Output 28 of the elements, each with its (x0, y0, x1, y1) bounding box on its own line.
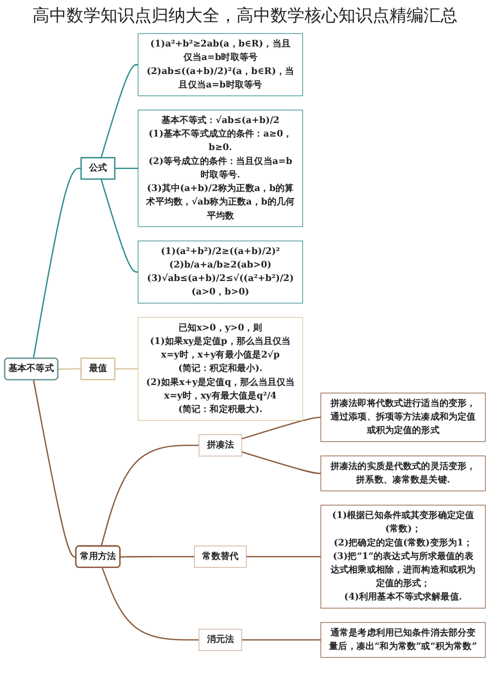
connector (242, 416, 321, 440)
node-box: (1)a²+b²≥2ab(a，b∈R)，当且仅当a=b时取等号 (2)ab≤((a+b)/2)²(a，b∈R)，当且仅当a=b时取等号 (138, 34, 303, 96)
node-box: 基本不等式：√ab≤(a+b)/2 (1)基本不等式成立的条件：a≥0，b≥0. (2)等号成立的条件：当且仅当a=b时取等号. (3)其中(a+b)/2称为正数a，b的算术平均数，√ab称为正数a，b的几何平均数 (138, 110, 303, 228)
connector (32, 380, 76, 558)
node-box: 消元法 (198, 629, 242, 652)
node-box: 最值 (80, 358, 116, 380)
connector (100, 64, 138, 158)
node-box: 拼凑法的实质是代数式的灵活变形，拼系数、凑常数是关键. (320, 456, 486, 492)
node-box: 常数替代 (194, 546, 247, 568)
connector (32, 168, 82, 359)
connector (114, 168, 138, 170)
connector (242, 640, 321, 641)
connector (114, 368, 138, 370)
node-box: (1)(a²+b²)/2≥((a+b)/2)² (2)b/a+a/b≥2(ab>0) (3)√ab≤(a+b)/2≤√((a²+b²)/2)(a>0，b>0) (138, 240, 303, 304)
connector (242, 452, 321, 474)
connector (58, 368, 82, 370)
node-box: 通常是考虑利用已知条件消去部分变量后，凑出“和为常数”或“积为常数” (320, 622, 486, 658)
connector (100, 444, 199, 547)
connector (102, 568, 199, 641)
connector (246, 556, 321, 558)
node-box: 拼凑法即将代数式进行适当的变形，通过添项、拆项等方法凑成和为定值或积为定值的形式 (320, 392, 486, 442)
node-box: (1)根据已知条件或其变形确定定值(常数)； (2)把确定的定值(常数)变形为1； (3)把“1”的表达式与所求最值的表达式相乘或相除，进而构造和或积为定值的形式； (4)利用基本不等式求解最值. (320, 505, 486, 609)
node-box: 拼凑法 (198, 434, 242, 457)
title: 高中数学知识点归纳大全，高中数学核心知识点精编汇总 (32, 6, 458, 28)
node-box: 公式 (80, 157, 116, 180)
connector (120, 556, 194, 558)
node-box: 已知x>0，y>0，则 (1)如果xy是定值p，那么当且仅当x=y时，x+y有最小值是2√p (简记：积定和最小). (2)如果x+y是定值q，那么当且仅当x=y时，xy有最大值是q²/4 (简记：和定积最大). (138, 317, 303, 421)
connector (100, 179, 138, 273)
